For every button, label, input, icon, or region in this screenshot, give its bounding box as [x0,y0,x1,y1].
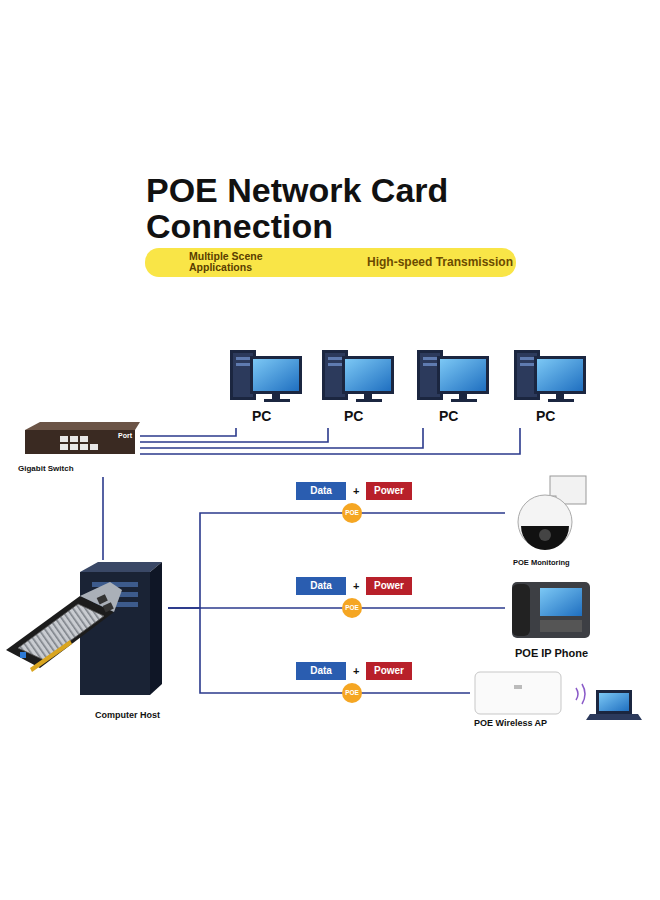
device-label: POE IP Phone [515,647,588,660]
plus-sign: + [350,662,362,680]
cable-line [140,428,423,448]
switch-icon [25,422,140,454]
phone-node: POE IP Phone [505,575,595,663]
banner-band: Multiple Scene Applications High-speed Tr… [145,248,516,277]
cable-line [102,477,104,560]
device-label: PC [536,408,555,425]
ap-icon [475,672,561,714]
laptop-icon [576,684,642,720]
host-node: Computer Host [3,560,168,724]
network-card [6,582,122,672]
camera-node: POE Monitoring [505,470,593,570]
cable-line [140,428,328,442]
power-badge: Power [366,577,412,595]
device-label: Computer Host [95,710,160,721]
device-label: PC [252,408,271,425]
device-label: POE Monitoring [513,558,570,567]
power-badge: Power [366,662,412,680]
port-label: Port [118,432,132,440]
camera-icon [518,476,586,550]
cable-line [140,428,236,436]
pc-node: PC [413,345,493,428]
plus-sign: + [350,482,362,500]
phone-icon [512,582,590,638]
power-badge: Power [366,482,412,500]
cable-line [168,513,505,608]
title: POE Network Card Connection [146,172,506,244]
device-label: PC [344,408,363,425]
pc-node: PC [226,345,306,428]
pc-icon [230,350,586,402]
host-tower [80,562,162,695]
cable-line [140,428,520,454]
pc-node: PC [510,345,590,428]
device-label: PC [439,408,458,425]
ap-node: POE Wireless AP [470,668,565,732]
pc-node: PC [318,345,398,428]
poe-dot: POE [342,683,362,703]
data-badge: Data [296,482,346,500]
switch-node: PortGigabit Switch [15,420,140,477]
poe-dot: POE [342,503,362,523]
data-badge: Data [296,577,346,595]
plus-sign: + [350,577,362,595]
device-label: Gigabit Switch [18,464,74,474]
cable-line [168,607,505,609]
device-label: POE Wireless AP [474,718,547,729]
cable-line [168,608,470,693]
data-badge: Data [296,662,346,680]
banner-text: Multiple Scene Applications [189,251,289,273]
poe-dot: POE [342,598,362,618]
banner-text: High-speed Transmission [367,255,513,269]
